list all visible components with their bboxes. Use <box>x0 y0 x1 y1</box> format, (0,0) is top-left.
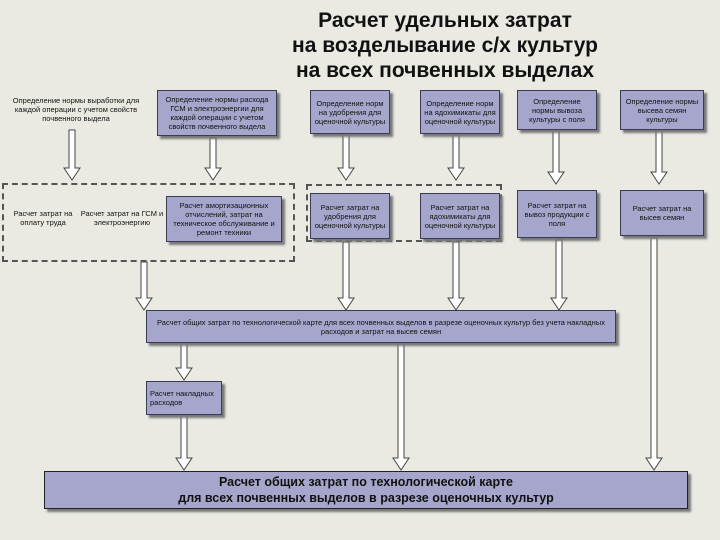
title-line-2: на возделывание с/х культур <box>292 34 598 57</box>
top-box-fuel-norm: Определение нормы расхода ГСМ и электроэ… <box>157 90 277 136</box>
diagram-title: Расчет удельных затрат на возделывание с… <box>230 8 660 83</box>
top-box-transport-norm: Определение нормы вывоза культуры с поля <box>517 90 597 130</box>
arrow-top4 <box>447 134 465 181</box>
arrow-top2 <box>204 137 222 181</box>
second-box-depreciation: Расчет амортизационных отчислений, затра… <box>166 196 282 242</box>
final-line-1: Расчет общих затрат по технологической к… <box>218 475 514 489</box>
final-line-2: для всех почвенных выделов в разрезе оце… <box>178 491 554 505</box>
arrow-seeds-final <box>645 237 663 471</box>
second-box-seeds: Расчет затрат на высев семян <box>620 190 704 236</box>
overhead-box: Расчет накладных расходов <box>146 381 222 415</box>
arrow-overhead-final <box>175 414 193 471</box>
arrow-pesticide <box>447 241 465 311</box>
arrow-total-final <box>392 342 410 471</box>
title-line-3: на всех почвенных выделах <box>295 59 595 82</box>
top-box-output-norm: Определение нормы выработки для каждой о… <box>12 96 140 123</box>
arrow-top3 <box>337 134 355 181</box>
top-box-seed-norm: Определение нормы высева семян культуры <box>620 90 704 130</box>
total-costs-box: Расчет общих затрат по технологической к… <box>146 310 616 343</box>
arrow-fertilizer <box>337 241 355 311</box>
dashed-group-machinery <box>2 183 295 262</box>
arrow-transport <box>550 239 568 311</box>
top-box-fertilizer-norm: Определение норм на удобрения для оценоч… <box>310 90 390 134</box>
second-box-fertilizer: Расчет затрат на удобрения для оценочной… <box>310 193 390 239</box>
second-box-transport: Расчет затрат на вывоз продукции с поля <box>517 190 597 238</box>
top-box-pesticide-norm: Определение норм на ядохимикаты для оцен… <box>420 90 500 134</box>
arrow-top1 <box>63 129 81 181</box>
arrow-labor-fuel-group <box>135 261 153 311</box>
arrow-top6 <box>650 129 668 185</box>
arrow-total-overhead <box>175 342 193 381</box>
second-box-pesticide: Расчет затрат на ядохимикаты для оценочн… <box>420 193 500 239</box>
title-line-1: Расчет удельных затрат <box>318 9 572 32</box>
arrow-top5 <box>547 129 565 185</box>
second-box-labor: Расчет затрат на оплату труда <box>13 209 73 227</box>
dashed-group-chemicals <box>306 184 502 242</box>
second-box-fuel: Расчет затрат на ГСМ и электроэнергию <box>80 209 164 227</box>
final-total-box: Расчет общих затрат по технологической к… <box>44 471 688 509</box>
